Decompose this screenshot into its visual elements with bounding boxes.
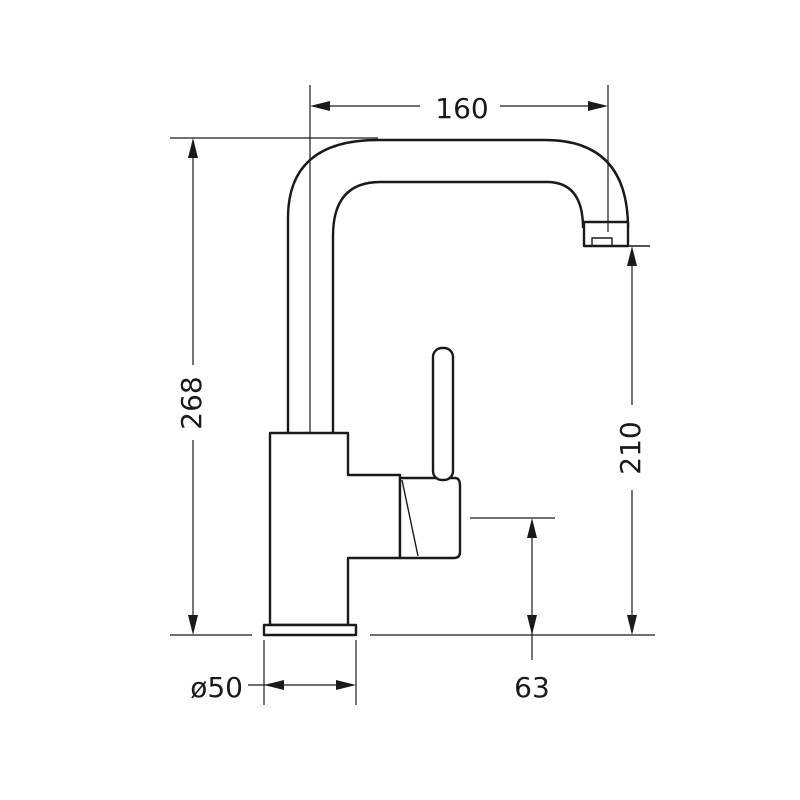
total-height-arrow-bottom (188, 615, 198, 635)
aerator (582, 220, 630, 248)
diameter-arrow-right (336, 680, 356, 690)
aerator-slot (591, 237, 613, 247)
total-height-label: 268 (175, 376, 208, 429)
base-ring (262, 623, 358, 637)
lever-hub-edge (401, 479, 419, 557)
spout-inner-edge (331, 180, 585, 433)
base-diameter-label: ø50 (190, 671, 243, 704)
faucet-outline (262, 138, 650, 637)
spout-reach-label: 160 (435, 92, 488, 125)
spout-height-label: 210 (614, 421, 647, 474)
lever-height-label: 63 (514, 671, 550, 704)
reach-arrow-left (310, 101, 330, 111)
body-column (268, 431, 402, 627)
dimension-lines (170, 85, 655, 705)
lever-height-arrow-bottom (527, 615, 537, 635)
spout-height-arrow-top (627, 246, 637, 266)
total-height-arrow-top (188, 138, 198, 158)
reach-arrow-right (588, 101, 608, 111)
lever-hub (398, 476, 462, 560)
spout-height-arrow-bottom (627, 615, 637, 635)
dimension-labels: 160 268 210 63 ø50 (175, 92, 647, 704)
diameter-arrow-left (264, 680, 284, 690)
lever-handle (431, 346, 455, 482)
lever-height-arrow-top (527, 518, 537, 538)
